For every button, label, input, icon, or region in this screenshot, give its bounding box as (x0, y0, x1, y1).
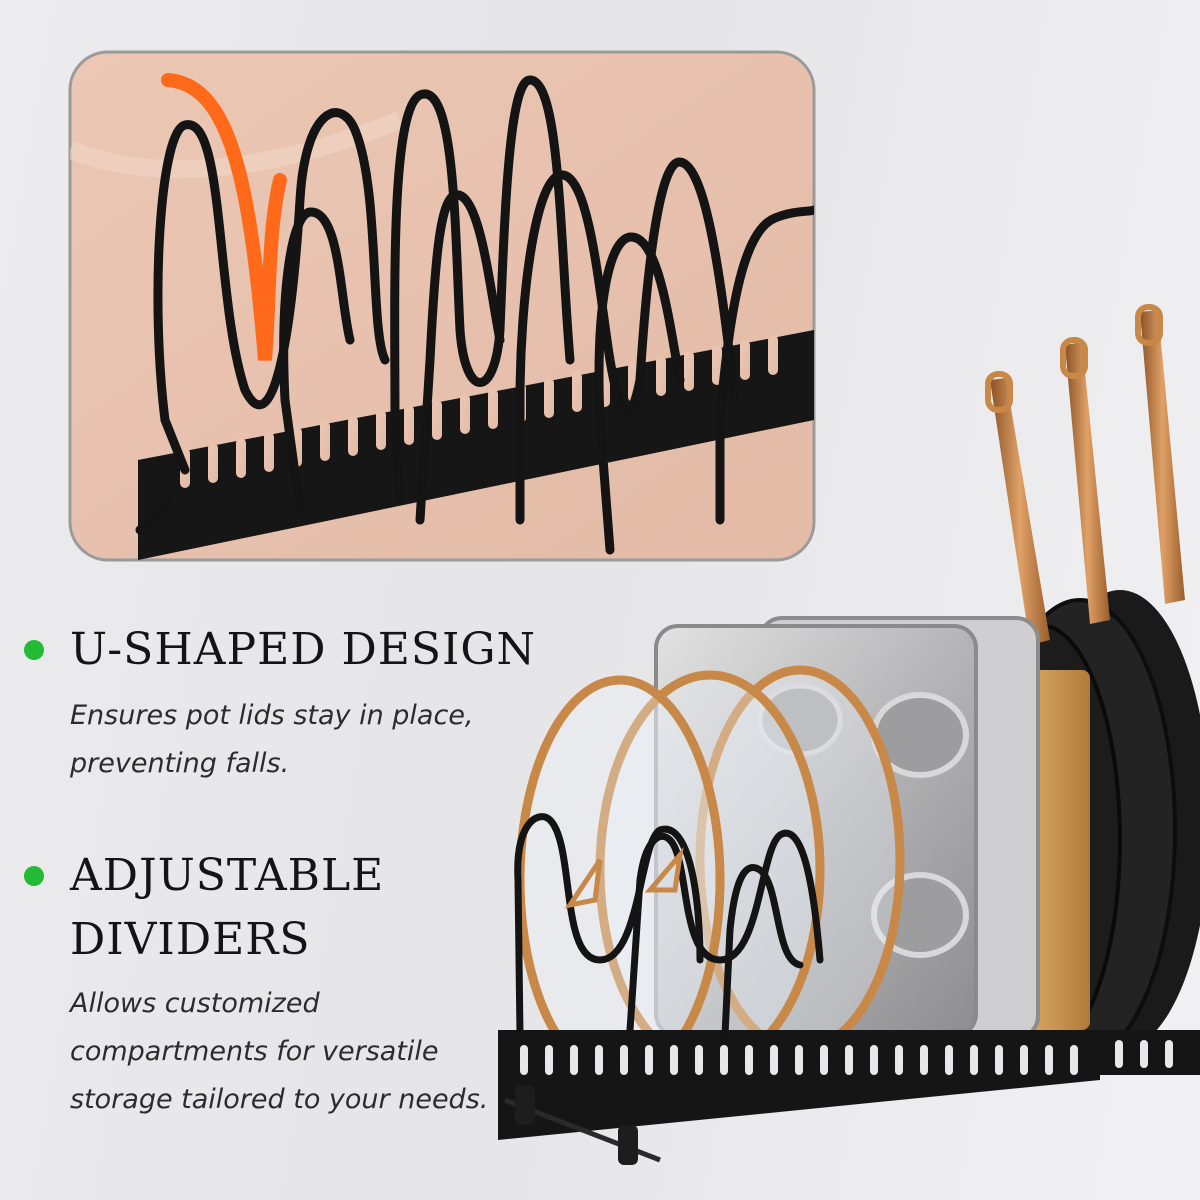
highlight-arrow (161, 73, 287, 361)
feature-description-line: storage tailored to your needs. (70, 1084, 489, 1115)
cutting-board (1028, 670, 1090, 1030)
feature-description-line: compartments for versatile (70, 1036, 439, 1067)
rack-scene (498, 304, 1200, 1165)
feature-heading: U-SHAPED DESIGN (70, 624, 537, 675)
feature-heading-line: DIVIDERS (70, 914, 311, 965)
bullet-icon (24, 640, 44, 660)
wire-dividers (135, 75, 814, 555)
feature-description-line: Ensures pot lids stay in place, (70, 700, 474, 731)
glass-lids (515, 665, 905, 1085)
lid-knobs (564, 846, 684, 909)
feature-description-line: preventing falls. (70, 748, 290, 779)
feature-description-line: Allows customized (70, 988, 320, 1019)
rack-base (498, 1030, 1200, 1165)
feature-u-shaped: U-SHAPED DESIGN Ensures pot lids stay in… (24, 622, 584, 792)
detail-inset (68, 50, 816, 562)
bullet-icon (24, 866, 44, 886)
front-dividers (514, 813, 824, 1039)
feature-adjustable-dividers: ADJUSTABLE DIVIDERS Allows customized co… (24, 848, 504, 1128)
feature-heading-line: ADJUSTABLE (70, 850, 385, 901)
